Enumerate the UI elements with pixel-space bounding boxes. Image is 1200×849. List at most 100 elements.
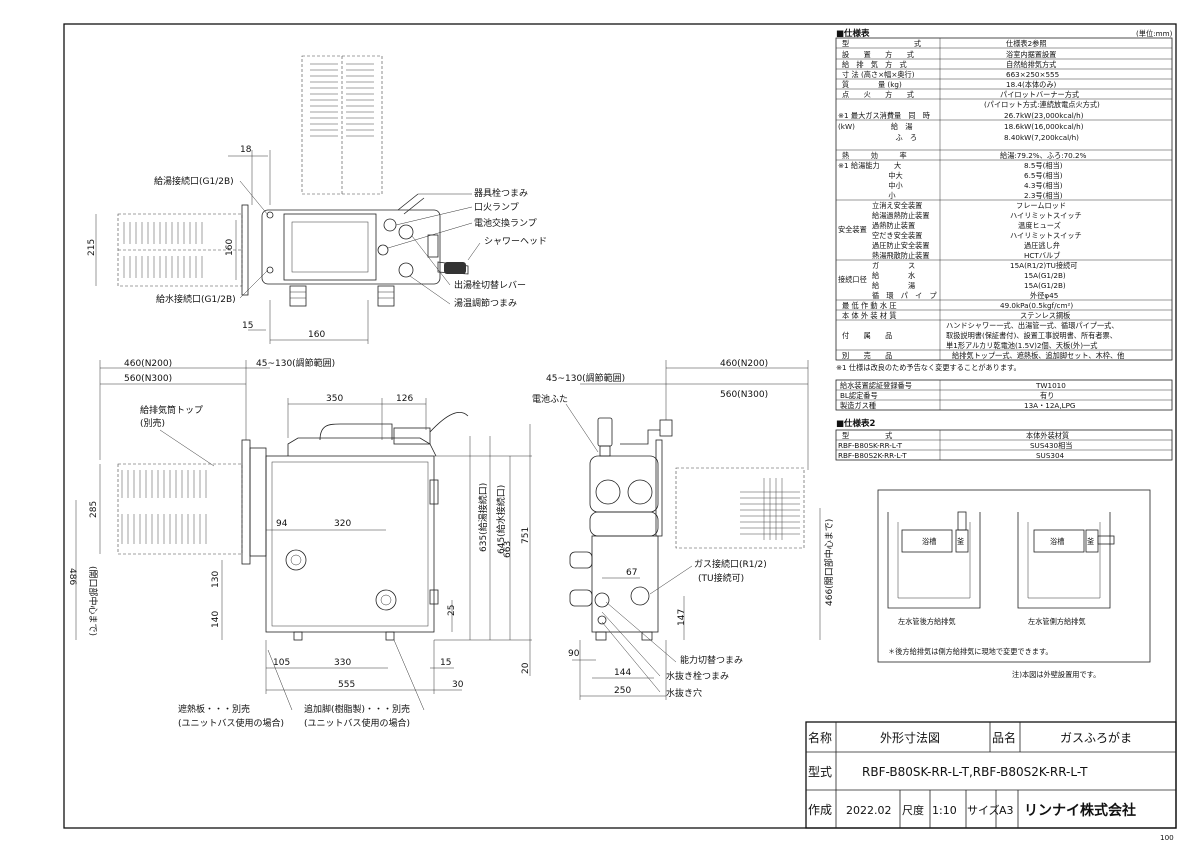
spec-v-5: パイロットバーナー方式 (1000, 90, 1079, 99)
spec-v-24: 外径φ45 (1030, 291, 1058, 300)
spec-k-5: 点 火 方 式 (842, 90, 914, 99)
front-dim-486: 486 (67, 568, 77, 585)
stopper-knob-label: 器具栓つまみ (474, 187, 528, 199)
spec-v-15: フレームロッド (1016, 201, 1066, 210)
spec2-v-0: SUS430相当 (1030, 441, 1072, 450)
spec-v-2: 自然給排気方式 (1006, 60, 1056, 69)
front-dim-486-sub: (開口部中心まで) (87, 566, 99, 636)
cert-v-2: 13A・12A,LPG (1024, 401, 1076, 410)
install-right-label: 浴槽 (1050, 537, 1064, 546)
spec-k-13: 中小 (838, 181, 903, 190)
spec-note: ※1 仕様は改良のため予告なく変更することがあります。 (836, 363, 1021, 372)
spec-v-12: 6.5号(相当) (1024, 171, 1063, 180)
spec-v-14: 2.3号(相当) (1024, 191, 1063, 200)
spec-v-9: 8.40kW(7,200kcal/h) (1004, 133, 1079, 142)
tb-size-label: サイズ (967, 803, 1000, 817)
temp-knob-label: 湯温調節つまみ (454, 297, 517, 309)
install-right-sub: 釜 (1087, 537, 1094, 546)
spec-v-13: 4.3号(相当) (1024, 181, 1063, 190)
front-dim-20: 20 (521, 662, 531, 674)
spec-v-27: ハンドシャワー一式、出湯管一式、循環パイプ一式、 (946, 321, 1119, 330)
spec-k-23: 給 湯 (872, 281, 915, 290)
spec-k-3: 寸 法 (高さ×幅×奥行) (842, 70, 915, 79)
sheet-border (63, 23, 1177, 829)
pilot-lamp-label: 口火ランプ (474, 202, 519, 213)
spec-k-24: 循 環 パ イ プ (872, 291, 938, 300)
cert-table: 給水装置認証登録番号 TW1010 BL認定番号 有り 製造ガス種 13A・12… (835, 379, 1173, 411)
front-chimney-grille (121, 470, 207, 544)
tb-name-value: 外形寸法図 (880, 731, 940, 745)
front-dim-635: 635(給湯接続口) (477, 483, 489, 552)
side-dim-560: 560(N300) (720, 390, 768, 400)
spec-k-30: 別 売 品 (842, 351, 892, 360)
chimney-top-sub: (別売) (140, 417, 165, 429)
spec-table2-title: ■仕様表2 (836, 418, 876, 429)
shower-head-label: シャワーヘッド (484, 237, 547, 247)
spec-k-9: ふ ろ (838, 133, 917, 142)
spec-v-6: (パイロット方式:連続放電点火方式) (984, 100, 1100, 109)
spec-v-29: 単1形アルカリ乾電池(1.5V)2個、天板(外)一式 (946, 341, 1097, 350)
front-dim-285: 285 (89, 501, 99, 518)
top-dim-15: 15 (242, 321, 253, 331)
front-dim-560: 560(N300) (124, 374, 172, 384)
cert-k-1: BL認定番号 (840, 391, 878, 400)
spec-k-10: 熱 効 率 (842, 151, 907, 160)
cert-v-1: 有り (1040, 391, 1054, 400)
install-left-sub: 釜 (957, 537, 964, 546)
tb-company: リンナイ株式会社 (1024, 802, 1136, 819)
side-dim-147: 147 (677, 609, 687, 626)
front-dim-126: 126 (396, 394, 413, 404)
spec-table-title: ■仕様表 (836, 28, 870, 39)
install-left-caption: 左水管後方給排気 (898, 617, 956, 626)
spec-k-20: 熱湯飛散防止装置 (872, 251, 930, 260)
spec-k-4: 質 量 (kg) (842, 80, 902, 89)
spec-v-1: 浴室内据置設置 (1006, 50, 1056, 59)
top-dim-160b: 160 (308, 330, 325, 340)
spec-v-17: 温度ヒューズ (1018, 221, 1061, 230)
spec-k-18: 空だき安全装置 (872, 231, 922, 240)
spec-v-8: 18.6kW(16,000kcal/h) (1004, 122, 1084, 131)
spec-v-20: HCTバルブ (1024, 251, 1060, 260)
front-dim-751: 751 (521, 527, 531, 544)
wall-note: 注)本図は外壁設置用です。 (1012, 670, 1100, 679)
install-diagram: 浴槽 釜 左水管後方給排気 浴槽 釜 左水管側方給排気 ＊後方給排気は側方給排気… (877, 489, 1151, 663)
spec-k-15: 立消え安全装置 (872, 201, 922, 210)
side-dim-adjust: 45~130(調節範囲) (546, 372, 625, 384)
title-block: 名称 外形寸法図 品名 ガスふろがま 型式 RBF-B80SK-RR-L-T,R… (805, 721, 1177, 829)
heat-shield-sub: (ユニットバス使用の場合) (178, 717, 284, 729)
spec-v-7: 26.7kW(23,000kcal/h) (1004, 111, 1084, 120)
spec-table: ■仕様表 (単位:mm) 型 式 仕様表2参照 設 置 方 式 浴室内据置設置 … (835, 28, 1173, 372)
install-left-label: 浴槽 (922, 537, 936, 546)
spec-v-4: 18.4(本体のみ) (1006, 80, 1057, 89)
spec-k-8: (kW) 給 湯 (838, 122, 912, 131)
spec-v-16: ハイリミットスイッチ (1010, 211, 1082, 220)
spec-v-18: ハイリミットスイッチ (1010, 231, 1082, 240)
tb-model-value: RBF-B80SK-RR-L-T,RBF-B80S2K-RR-L-T (862, 765, 1088, 779)
spec-k-1: 設 置 方 式 (842, 50, 914, 59)
hot-conn-label: 給湯接続口(G1/2B) (154, 175, 234, 187)
top-left-grille (123, 222, 203, 278)
spec-k-27: 付 属 品 (842, 331, 892, 340)
spec-v-30: 給排気トップ一式、遮熱板、追加脚セット、木枠、他 (952, 351, 1124, 360)
install-right-caption: 左水管側方給排気 (1028, 617, 1086, 626)
spec-k-7: ※1 最大ガス消費量 同 時 (838, 111, 930, 120)
top-dim-160: 160 (225, 239, 235, 256)
sheet-number: 100 (1160, 833, 1174, 842)
tb-model-label: 型式 (808, 765, 832, 779)
spec-v-19: 過圧逃し弁 (1024, 241, 1060, 250)
top-view: 18 215 160 15 160 給湯接続口(G1/2B) 給水接続口(G1/… (87, 55, 547, 344)
side-dim-250: 250 (614, 686, 631, 696)
spec-k-22: 給 水 (872, 271, 915, 280)
spec-k-14: 小 (838, 191, 896, 200)
spec-k-16: 給湯過熱防止装置 (872, 211, 930, 220)
gas-conn-sub: (TU接続可) (698, 572, 744, 584)
cert-k-0: 給水装置認証登録番号 (840, 381, 912, 390)
spec-table-2: ■仕様表2 型 式 本体外装材質 RBF-B80SK-RR-L-T SUS430… (835, 418, 1173, 461)
front-dim-663: 663 (503, 541, 513, 558)
side-chimney-grille (740, 478, 800, 540)
front-dim-15: 15 (440, 658, 451, 668)
front-dim-25: 25 (447, 605, 457, 616)
spec-k-11: ※1 給湯能力 大 (838, 161, 901, 170)
spec-k-19: 過圧防止安全装置 (872, 241, 930, 250)
spec-k-21: ガ ス (872, 261, 915, 270)
